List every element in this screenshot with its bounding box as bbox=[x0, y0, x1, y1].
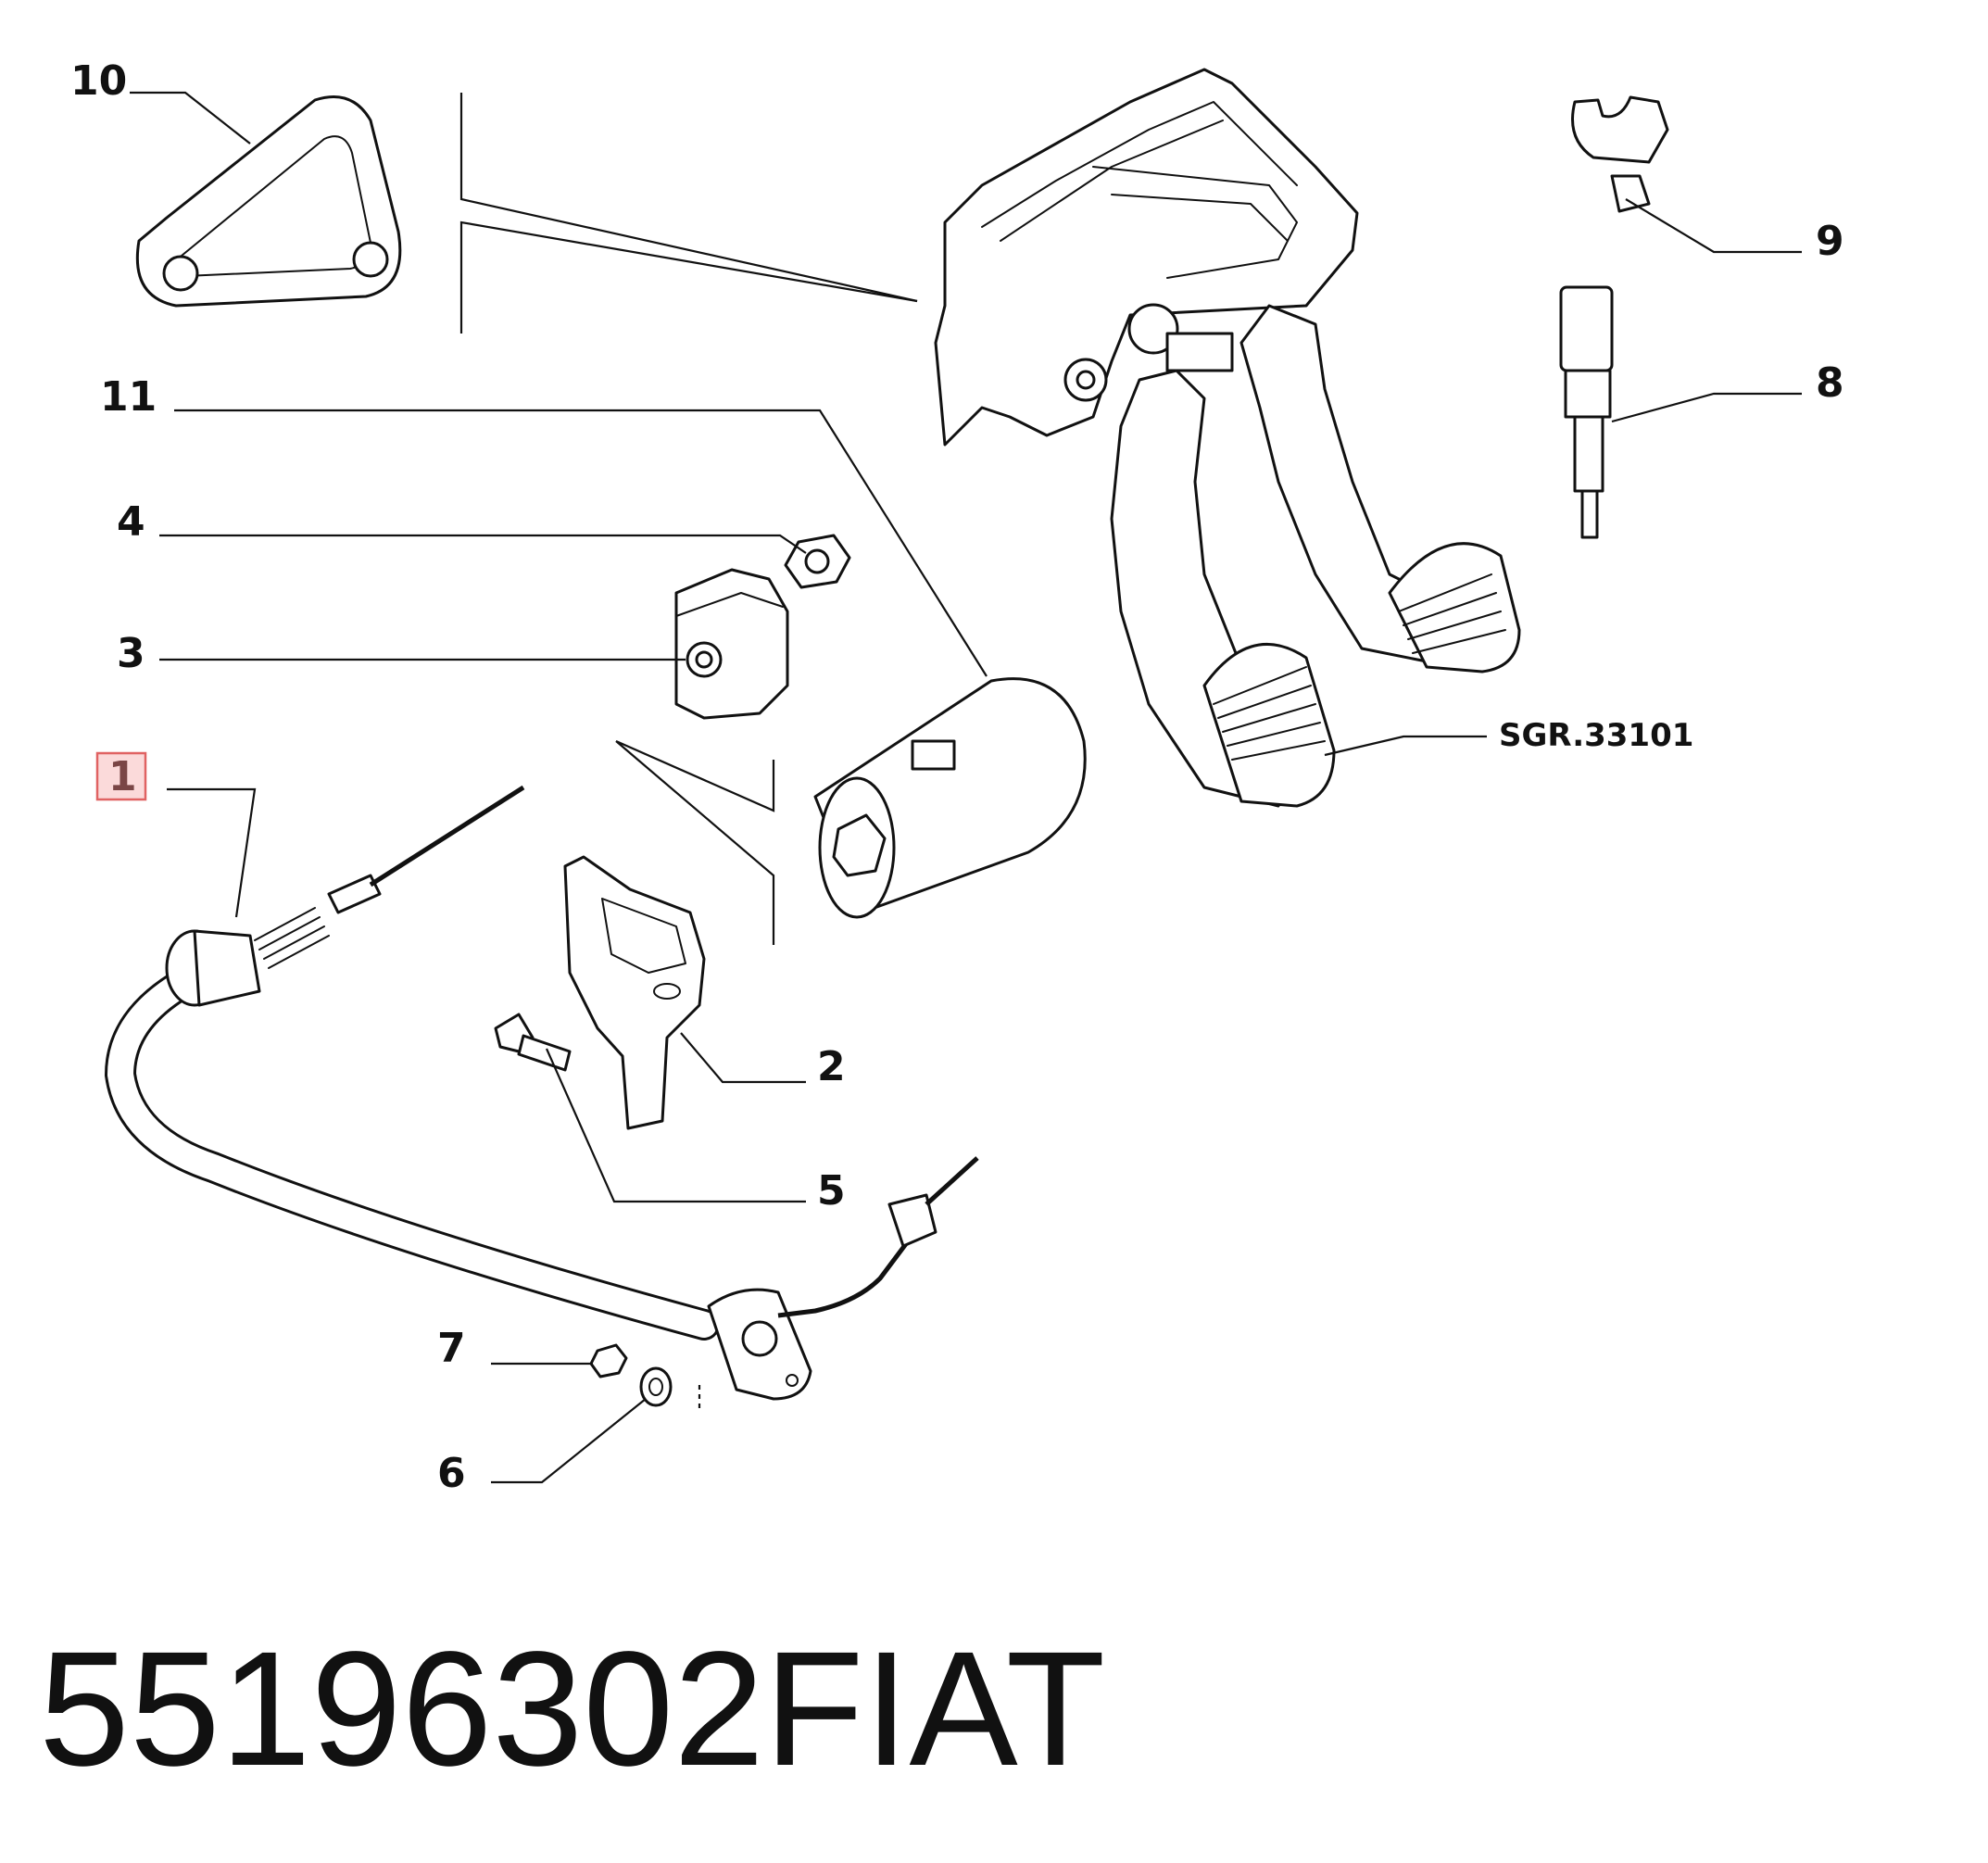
callout-11: 11 bbox=[100, 373, 157, 421]
callout-5: 5 bbox=[817, 1167, 846, 1215]
part-1-clutch-cable bbox=[104, 785, 979, 1401]
callout-sgr-ref: SGR.33101 bbox=[1499, 717, 1693, 754]
explode-lines bbox=[459, 93, 918, 1408]
callout-7: 7 bbox=[437, 1325, 466, 1372]
part-11-bushing bbox=[813, 677, 1087, 919]
callout-labels: 10 11 4 3 1 2 5 7 6 9 8 SGR.33101 bbox=[70, 57, 1844, 1497]
callout-2: 2 bbox=[817, 1043, 846, 1090]
part-8-switch bbox=[1559, 285, 1614, 539]
part-number: 55196302 bbox=[39, 1618, 764, 1800]
part-4-nut bbox=[784, 534, 851, 589]
part-3-bush bbox=[674, 568, 789, 720]
callout-9: 9 bbox=[1816, 218, 1844, 265]
callout-1-highlight-box bbox=[95, 751, 147, 801]
part-10-gasket bbox=[135, 95, 402, 308]
callout-1-highlight[interactable]: 1 bbox=[95, 751, 147, 801]
pedal-box-assembly bbox=[934, 68, 1521, 808]
brand-name: FIAT bbox=[764, 1618, 1105, 1800]
part-5-bolt bbox=[494, 1013, 572, 1072]
callout-8: 8 bbox=[1816, 359, 1844, 407]
leader-lines bbox=[130, 91, 1802, 1484]
callout-1: 1 bbox=[108, 753, 137, 800]
part-7-nut bbox=[589, 1343, 628, 1378]
part-6-washer bbox=[639, 1366, 673, 1407]
callout-10: 10 bbox=[70, 57, 127, 105]
callout-6: 6 bbox=[437, 1450, 466, 1497]
callout-4: 4 bbox=[117, 498, 145, 546]
footer: 55196302 FIAT bbox=[39, 1618, 1105, 1800]
callout-3: 3 bbox=[117, 630, 145, 677]
part-2-bracket bbox=[563, 855, 706, 1130]
part-9-clip bbox=[1571, 95, 1669, 213]
